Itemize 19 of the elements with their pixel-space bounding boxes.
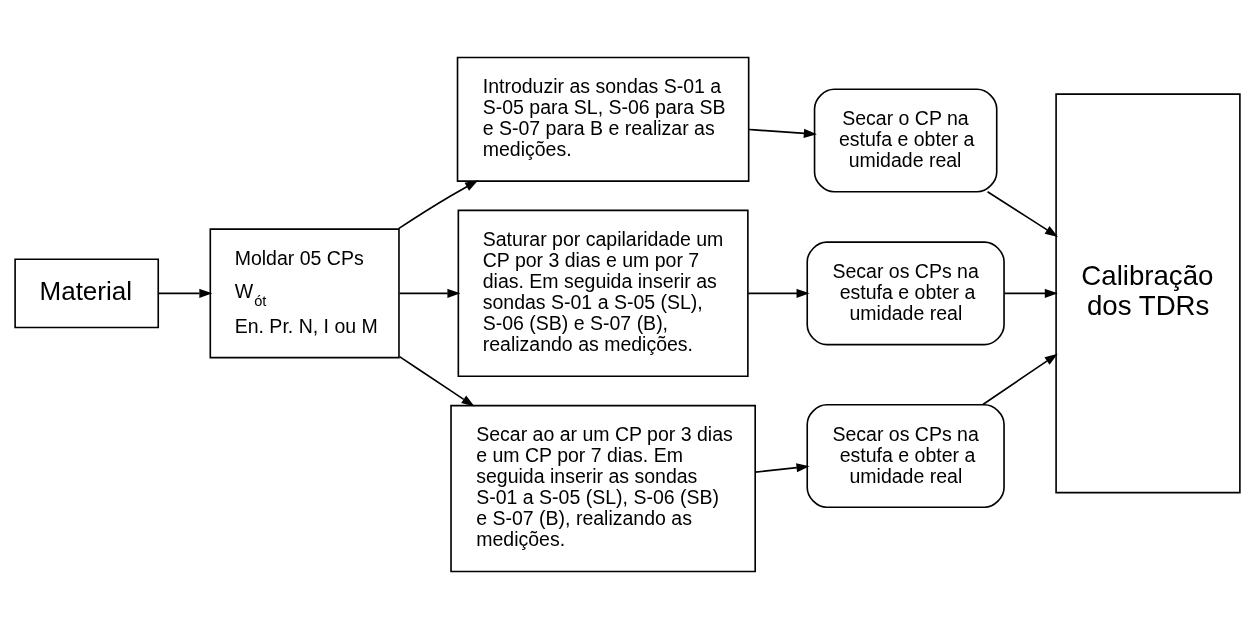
node-box: Secar os CPs na estufa e obter a umidade real	[806, 403, 1005, 508]
arrow	[1003, 288, 1058, 298]
node-box: Secar ao ar um CP por 3 dias e um CP por 7 dias. Em seguida inserir as sondas S-01 a S-05 (SL), S-06 (SB) e S-07 (B), realizando as medições.	[450, 404, 756, 572]
arrow	[982, 353, 1058, 405]
arrow	[754, 462, 810, 473]
arrow	[157, 288, 213, 298]
arrow	[398, 288, 461, 298]
arrow	[986, 190, 1059, 237]
arrow	[397, 179, 479, 229]
node-box: Moldar 05 CPs W$_{ót}$ En. Pr. N, I ou M	[209, 227, 400, 358]
node-box: Introduzir as sondas S-01 a S-05 para SL, S-06 para SB e S-07 para B e realizar as medições.	[456, 56, 750, 182]
arrow	[748, 128, 817, 138]
node-box: Secar os CPs na estufa e obter a umidade real	[806, 240, 1005, 345]
node-box: Calibração dos TDRs	[1055, 92, 1241, 493]
node-box: Secar o CP na estufa e obter a umidade real	[813, 87, 998, 192]
arrow	[747, 288, 810, 298]
node-box: Material	[14, 257, 160, 328]
node-box: Saturar por capilaridade um CP por 3 dias e um por 7 dias. Em seguida inserir as sondas S-01 a S-05 (SL), S-06 (SB) e S-07 (B), realizando as medições.	[457, 209, 749, 377]
arrow	[398, 355, 475, 406]
